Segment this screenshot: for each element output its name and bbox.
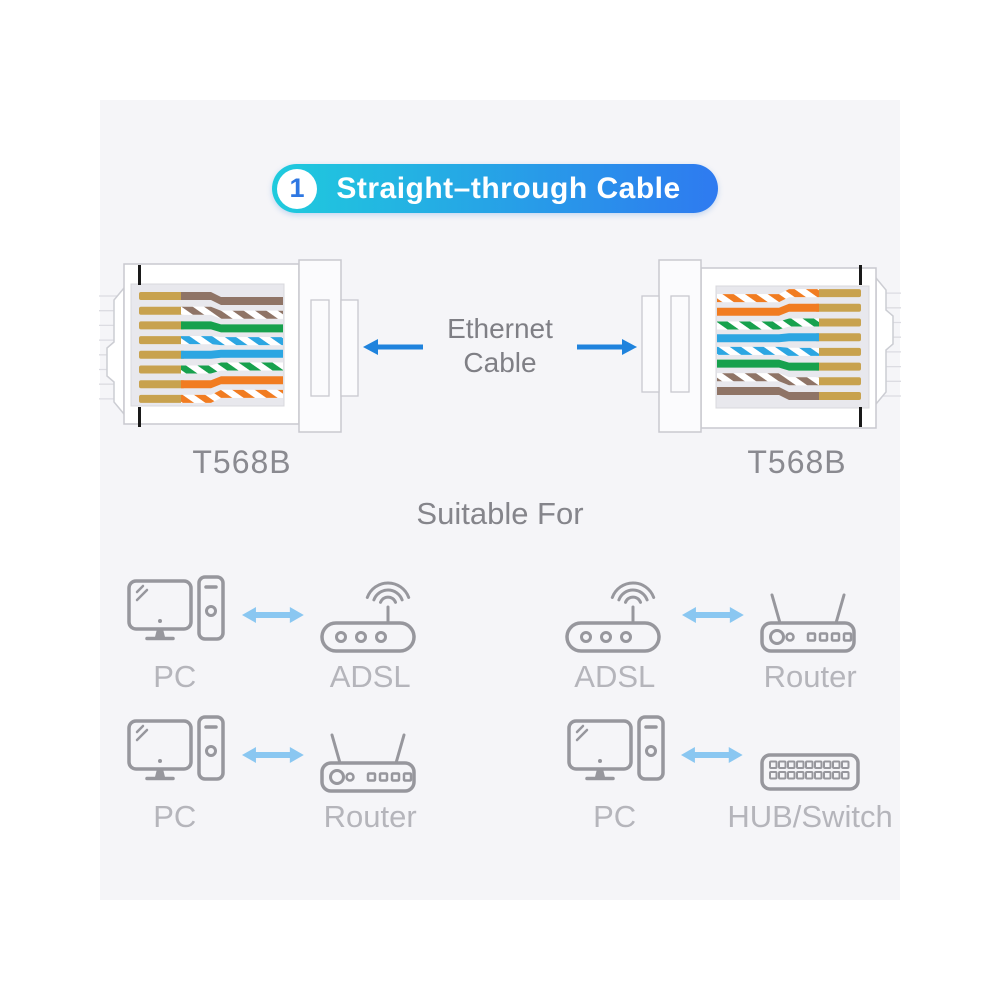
section-number-badge: 1 — [277, 168, 317, 209]
section-title: Straight–through Cable — [336, 171, 681, 205]
arrow-right-icon — [577, 339, 637, 355]
pair-pc-router: PC — [110, 703, 435, 838]
section-banner: 1 Straight–through Cable — [272, 164, 718, 213]
router-icon — [320, 703, 420, 793]
device-label: ADSL — [329, 659, 411, 694]
device-figure: ADSL — [550, 563, 680, 698]
device-label: PC — [153, 659, 197, 694]
device-figure: ADSL — [305, 563, 435, 698]
pc-icon — [125, 703, 225, 793]
ethernet-cable-line2: Cable — [463, 347, 537, 378]
pc-icon — [125, 563, 225, 653]
device-figure: PC — [550, 703, 679, 838]
standard-label-left: T568B — [192, 444, 292, 480]
pair-pc-adsl: PC — [110, 563, 435, 698]
device-figure: PC — [110, 703, 240, 838]
device-figure: HUB/Switch — [727, 703, 893, 838]
double-arrow-icon — [241, 607, 304, 623]
suitable-for-heading: Suitable For — [416, 496, 584, 531]
device-label: HUB/Switch — [727, 799, 893, 834]
device-label: ADSL — [574, 659, 656, 694]
device-label: PC — [153, 799, 197, 834]
ethernet-cable-label: Ethernet Cable — [420, 312, 580, 380]
device-figure: Router — [305, 703, 435, 838]
adsl-modem-icon — [320, 563, 420, 653]
standard-label-right: T568B — [747, 444, 847, 480]
rj45-connector-left — [99, 259, 359, 433]
ethernet-cable-line1: Ethernet — [447, 313, 553, 344]
content-panel: 1 Straight–through Cable Ethernet Cable … — [99, 100, 901, 900]
double-arrow-icon — [241, 747, 304, 763]
double-arrow-icon — [681, 607, 744, 623]
device-label: Router — [323, 799, 417, 834]
device-label: Router — [763, 659, 857, 694]
double-arrow-icon — [681, 747, 744, 763]
device-label: PC — [593, 799, 637, 834]
hub-switch-icon — [760, 703, 860, 793]
arrow-left-icon — [363, 339, 423, 355]
pc-icon — [565, 703, 665, 793]
pair-adsl-router: ADSL — [550, 563, 875, 698]
router-icon — [760, 563, 860, 653]
device-figure: Router — [745, 563, 875, 698]
device-figure: PC — [110, 563, 240, 698]
rj45-connector-right — [641, 259, 901, 433]
pair-pc-hub: PC HUB/Switch — [550, 703, 893, 838]
adsl-modem-icon — [565, 563, 665, 653]
